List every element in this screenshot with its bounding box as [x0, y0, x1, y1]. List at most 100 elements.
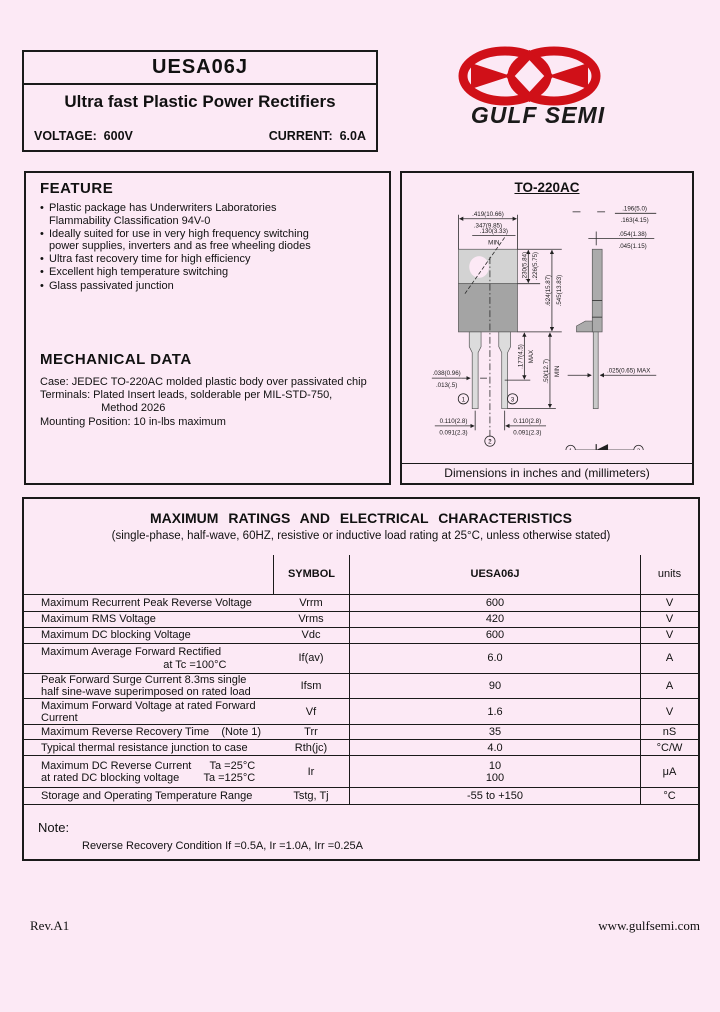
dimensions-caption: Dimensions in inches and (millimeters) [402, 463, 692, 483]
dim-pitch-left-in: 0.110(2.8) [440, 418, 468, 425]
row-symbol: Tstg, Tj [293, 790, 329, 803]
row-value: 4.0 [349, 740, 640, 756]
dim-shoulder: .177(4.5) [517, 344, 524, 369]
dim-tab-height-in: .230(5.84) [521, 252, 528, 280]
row-value: 35 [349, 725, 640, 740]
feature-box: FEATURE Plastic package has Underwriters… [24, 171, 391, 485]
dim-lead-width-in: .038(0.96) [433, 370, 461, 377]
row-value: 600 [349, 595, 640, 611]
current-value: CURRENT: 6.0A [268, 129, 366, 143]
row-desc: Maximum DC Reverse Current Ta =25°C at r… [41, 759, 256, 784]
side-body-step [576, 320, 593, 333]
feature-title: FEATURE [40, 180, 114, 197]
package-name: TO-220AC [514, 180, 580, 195]
row-value: 1.6 [349, 699, 640, 725]
part-header-box: UESA06J Ultra fast Plastic Power Rectifi… [22, 50, 378, 152]
row-units: V [640, 595, 698, 611]
row-desc: Maximum Forward Voltage at rated Forward… [41, 699, 256, 724]
dim-hole: .130(3.33) [480, 228, 508, 235]
logo-text: GULF SEMI [471, 102, 605, 128]
row-symbol: Trr [304, 726, 318, 739]
voltage-current-row: VOLTAGE: 600V CURRENT: 6.0A [34, 129, 366, 143]
row-symbol: Vdc [301, 629, 321, 642]
row-value: -55 to +150 [349, 788, 640, 805]
dim-body-height-mm: .545(13.83) [556, 275, 563, 307]
row-symbol: Vf [305, 705, 317, 718]
dim-hole-min: MIN [488, 239, 499, 246]
row-desc: Maximum Reverse Recovery Time (Note 1) [41, 726, 262, 739]
row-value: 420 [349, 612, 640, 627]
side-body [591, 248, 603, 333]
dim-body-height-in: .624(15.87) [545, 275, 552, 307]
row-units: A [640, 644, 698, 673]
gulfsemi-logo-icon: GULF SEMI [458, 46, 605, 128]
dim-tab-thickness-mm: .045(1.15) [619, 243, 647, 250]
note-label: Note: [38, 820, 70, 835]
row-desc: Storage and Operating Temperature Range [41, 790, 253, 803]
pin3-label: 3 [511, 396, 515, 403]
header-symbol: SYMBOL [273, 555, 349, 594]
feature-item: Ultra fast recovery time for high effici… [40, 253, 383, 266]
header-device: UESA06J [349, 555, 640, 594]
side-lead [592, 331, 599, 410]
table-row: Maximum Forward Voltage at rated Forward… [24, 699, 698, 726]
dim-lead-thickness: .025(0.65) MAX [607, 367, 650, 374]
dim-tab-width-in: .419(10.66) [472, 211, 504, 218]
table-row: Maximum DC blocking Voltage Vdc 600 V [24, 628, 698, 644]
row-desc: Maximum Average Forward Rectified at Tc … [41, 646, 227, 671]
header-parameter [24, 555, 273, 594]
row-value: 90 [349, 674, 640, 699]
row-desc: Maximum DC blocking Voltage [41, 629, 191, 642]
dim-pitch-right-mm: 0.091(2.3) [513, 430, 541, 437]
row-symbol: If(av) [298, 652, 324, 665]
table-header-row: SYMBOL UESA06J units [24, 555, 698, 595]
row-desc: Peak Forward Surge Current 8.3ms single … [41, 674, 251, 699]
row-symbol: Ir [307, 765, 315, 778]
row-value: 600 [349, 628, 640, 643]
ratings-title: MAXIMUM RATINGS AND ELECTRICAL CHARACTER… [150, 510, 572, 526]
mechanical-data-title: MECHANICAL DATA [40, 351, 192, 368]
diode-symbol-icon: 1 3 [565, 444, 644, 450]
dim-tab-width-mm: .347(9.85) [474, 223, 502, 230]
dim-thickness-mm: .163(4.15) [620, 217, 648, 224]
dim-lead-length-min: MIN [554, 366, 561, 377]
row-units: nS [640, 725, 698, 740]
row-units: V [640, 612, 698, 627]
row-symbol: Vrms [298, 613, 324, 626]
ratings-box: MAXIMUM RATINGS AND ELECTRICAL CHARACTER… [22, 497, 700, 861]
lead-1 [468, 331, 482, 410]
row-desc: Maximum Recurrent Peak Reverse Voltage [41, 596, 252, 609]
row-value: 10 100 [349, 756, 640, 788]
dim-shoulder-max: MAX [528, 350, 535, 363]
mounting-hole [469, 256, 489, 278]
table-row: Maximum Recurrent Peak Reverse Voltage V… [24, 595, 698, 612]
ratings-table: SYMBOL UESA06J units Maximum Recurrent P… [24, 555, 698, 806]
dim-tab-thickness-in: .054(1.38) [619, 231, 647, 238]
dim-lead-width-mm: .013(.5) [436, 382, 457, 389]
row-units: V [640, 628, 698, 643]
revision-label: Rev.A1 [30, 918, 70, 933]
table-row: Maximum DC Reverse Current Ta =25°C at r… [24, 756, 698, 789]
table-row: Maximum Reverse Recovery Time (Note 1) T… [24, 725, 698, 741]
ratings-subtitle: (single-phase, half-wave, 60HZ, resistiv… [111, 530, 611, 542]
website-link[interactable]: www.gulfsemi.com [598, 918, 700, 933]
table-row: Typical thermal resistance junction to c… [24, 740, 698, 757]
part-description: Ultra fast Plastic Power Rectifiers [64, 92, 336, 111]
table-row: Maximum RMS Voltage Vrms 420 V [24, 612, 698, 628]
package-outline-drawing: .419(10.66) .347(9.85) .130(3.33) MIN .2… [431, 205, 657, 450]
feature-item: Excellent high temperature switching [40, 266, 383, 279]
dim-tab-height-mm: .226(5.75) [532, 252, 539, 280]
row-value: 6.0 [349, 644, 640, 673]
front-body [458, 283, 518, 333]
row-symbol: Ifsm [300, 680, 322, 693]
mechanical-data-text: Case: JEDEC TO-220AC molded plastic body… [40, 376, 367, 428]
row-units: °C/W [640, 740, 698, 756]
header-units: units [640, 555, 698, 594]
row-units: °C [640, 788, 698, 805]
row-desc: Typical thermal resistance junction to c… [41, 741, 248, 754]
row-desc: Maximum RMS Voltage [41, 613, 156, 626]
row-symbol: Vrrm [299, 596, 323, 609]
table-row: Peak Forward Surge Current 8.3ms single … [24, 674, 698, 700]
dim-pitch-right-in: 0.110(2.8) [513, 418, 541, 425]
feature-item: Glass passivated junction [40, 280, 383, 293]
